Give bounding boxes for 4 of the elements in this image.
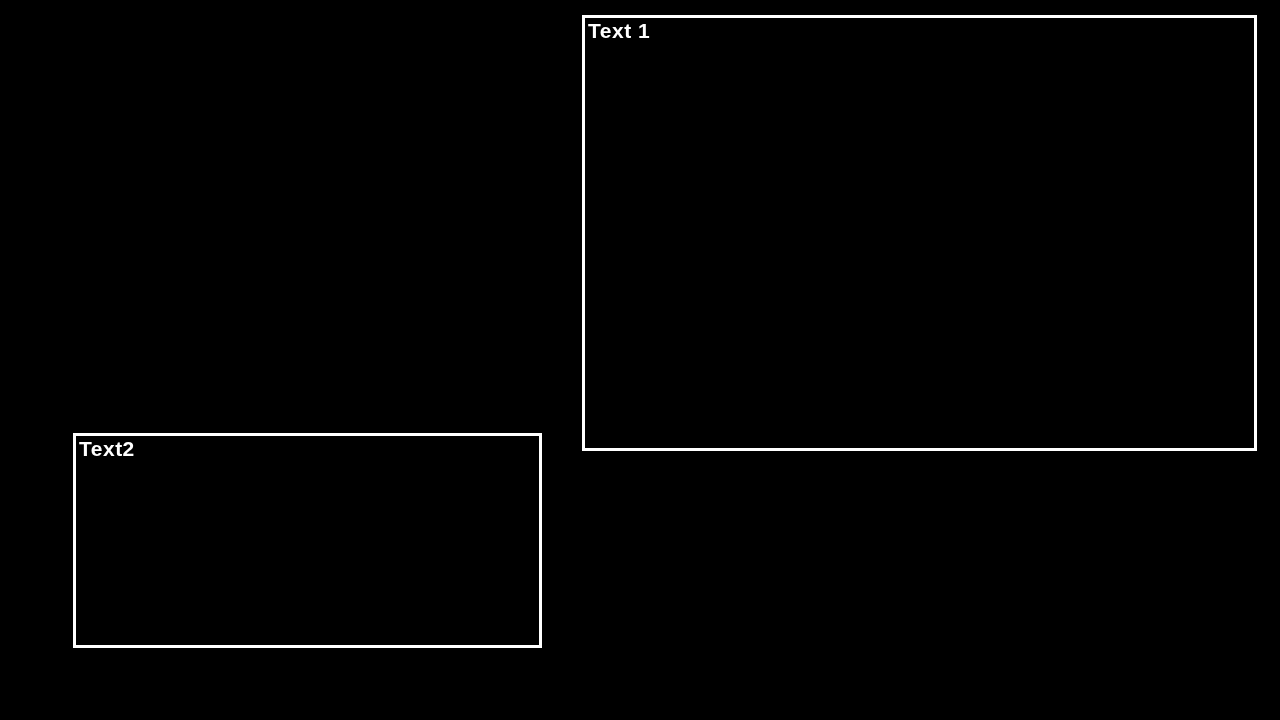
text-box (582, 15, 1257, 451)
box-label: Text2 (79, 437, 135, 461)
text-box (73, 433, 542, 648)
box-label: Text 1 (588, 19, 651, 43)
